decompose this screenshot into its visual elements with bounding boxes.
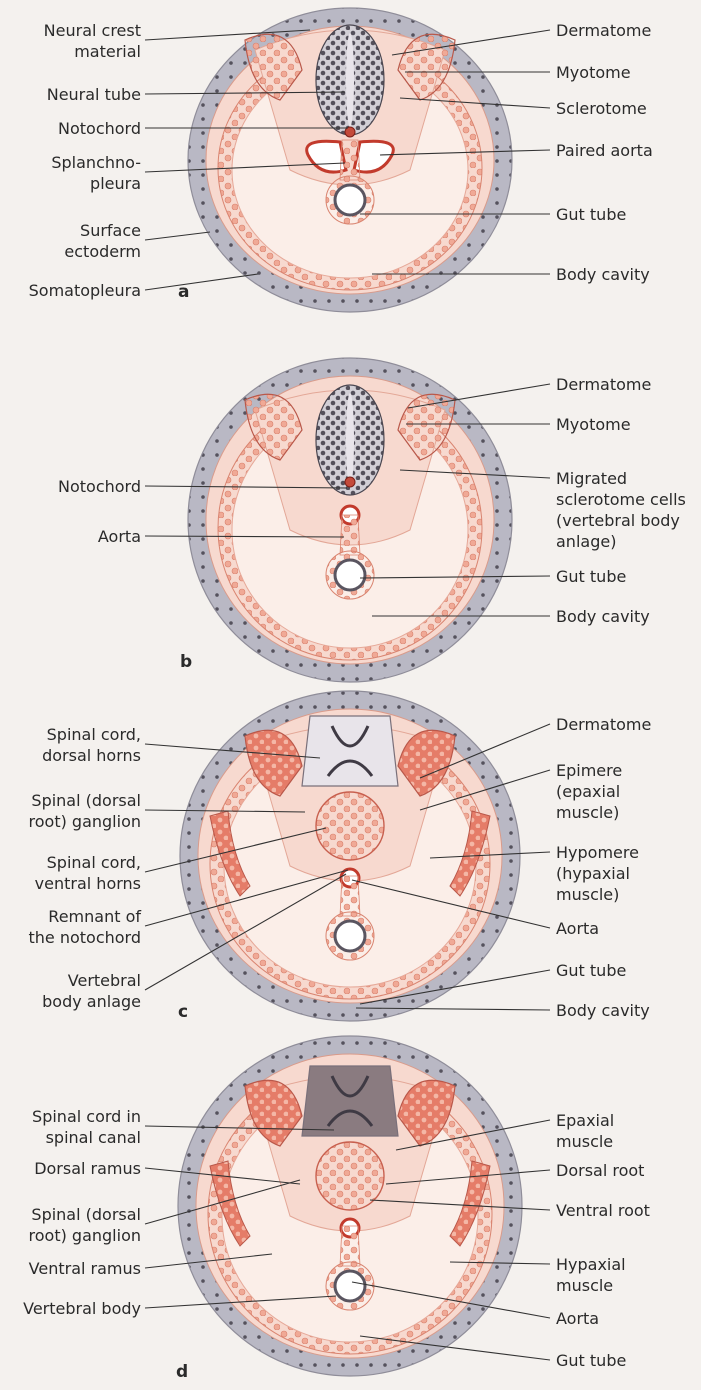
label-left: Vertebral body anlage [42,970,141,1012]
spinal-cord [302,716,398,786]
spinal-cord [302,1066,398,1136]
label-left: Remnant of the notochord [28,906,141,948]
label-right: Dermatome [556,374,651,395]
label-right: Paired aorta [556,140,653,161]
panel-letter: c [178,1002,188,1022]
label-right: Body cavity [556,606,650,627]
leader-line [145,232,210,240]
label-right: Hypomere (hypaxial muscle) [556,842,639,905]
gut-tube [335,1271,365,1301]
vertebral-body [316,792,384,860]
neural-canal [346,33,354,127]
label-right: Gut tube [556,566,626,587]
label-right: Gut tube [556,960,626,981]
gut-tube [335,921,365,951]
label-left: Spinal cord, ventral horns [35,852,141,894]
label-right: Aorta [556,918,599,939]
label-right: Sclerotome [556,98,647,119]
panel-letter: a [178,282,189,302]
label-right: Gut tube [556,204,626,225]
label-right: Ventral root [556,1200,650,1221]
section-b [188,358,512,682]
label-left: Aorta [98,526,141,547]
label-left: Notochord [58,476,141,497]
gut-tube [335,560,365,590]
label-left: Spinal cord in spinal canal [32,1106,141,1148]
leader-line [145,274,258,290]
label-left: Ventral ramus [29,1258,141,1279]
label-right: Dorsal root [556,1160,644,1181]
label-right: Migrated sclerotome cells (vertebral bod… [556,468,686,552]
label-right: Hypaxial muscle [556,1254,626,1296]
gut-tube [335,185,365,215]
label-left: Spinal (dorsal root) ganglion [29,1204,141,1246]
label-left: Spinal (dorsal root) ganglion [29,790,141,832]
mesentery [340,1226,360,1266]
label-right: Dermatome [556,714,651,735]
notochord [345,477,355,487]
mesentery [340,876,360,916]
label-left: Neural tube [47,84,141,105]
label-left: Surface ectoderm [64,220,141,262]
panel-letter: b [180,652,192,672]
label-right: Gut tube [556,1350,626,1371]
label-right: Body cavity [556,264,650,285]
label-right: Dermatome [556,20,651,41]
label-left: Notochord [58,118,141,139]
label-left: Vertebral body [23,1298,141,1319]
label-right: Myotome [556,414,631,435]
label-left: Dorsal ramus [34,1158,141,1179]
mesentery [340,515,360,555]
label-left: Somatopleura [29,280,141,301]
label-right: Epimere (epaxial muscle) [556,760,622,823]
section-a [188,8,512,312]
label-right: Body cavity [556,1000,650,1021]
label-left: Spinal cord, dorsal horns [42,724,141,766]
label-right: Aorta [556,1308,599,1329]
mesentery [340,140,360,180]
label-right: Myotome [556,62,631,83]
label-left: Splanchno- pleura [51,152,141,194]
neural-canal [346,393,354,487]
panels-layer [178,8,522,1376]
panel-letter: d [176,1362,188,1382]
label-left: Neural crest material [44,20,141,62]
label-right: Epaxial muscle [556,1110,614,1152]
